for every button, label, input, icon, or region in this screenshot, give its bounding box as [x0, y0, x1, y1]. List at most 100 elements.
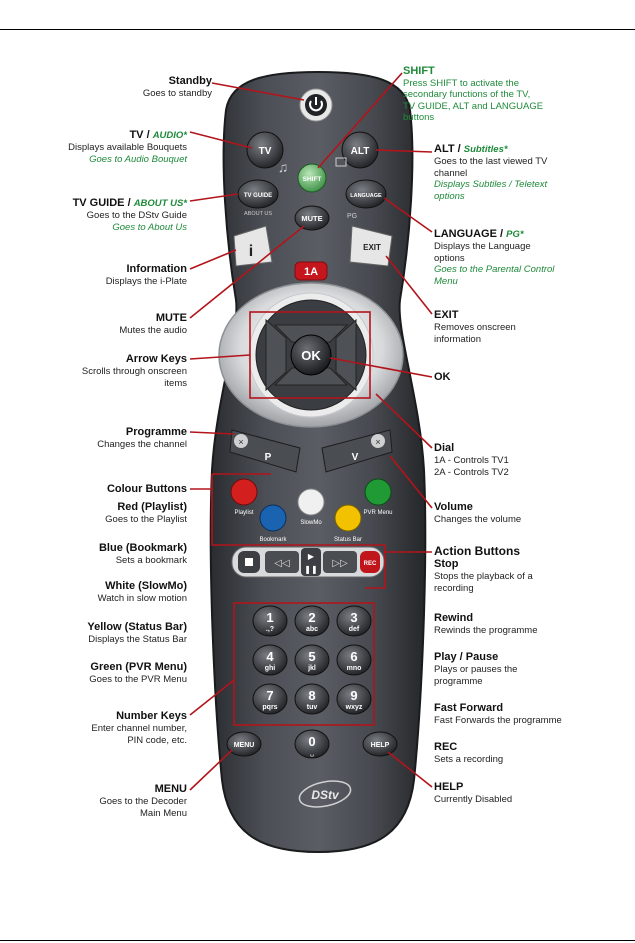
tv-button[interactable]: TV — [246, 131, 284, 169]
leader-mute — [189, 225, 305, 319]
annotation-mute: MUTE Mutes the audio — [119, 312, 187, 336]
about-us-label: ABOUT US — [244, 211, 272, 217]
key-8-digit: 8 — [308, 688, 315, 703]
annotation-red: Red (Playlist) Goes to the Playlist — [105, 501, 187, 525]
key-9-digit: 9 — [350, 688, 357, 703]
rewind-button[interactable] — [265, 551, 299, 573]
fast-forward-button[interactable] — [323, 551, 357, 573]
rewind-icon: ◁◁ — [274, 558, 290, 569]
annotation-dial: Dial 1A - Controls TV1 2A - Controls TV2 — [434, 442, 509, 478]
colour-buttons-outline — [211, 474, 386, 589]
key-2-digit: 2 — [308, 610, 315, 625]
play-icon: ▶ — [308, 552, 315, 561]
svg-text:0: 0 — [308, 734, 315, 749]
help-button[interactable]: HELP — [362, 731, 398, 757]
annotation-white: White (SlowMo) Watch in slow motion — [97, 580, 187, 604]
svg-text:MENU: MENU — [234, 742, 255, 749]
arrow-right-button[interactable] — [335, 318, 357, 392]
red-playlist-button[interactable]: Playlist — [230, 478, 258, 516]
svg-text:MUTE: MUTE — [301, 214, 322, 223]
annotation-green: Green (PVR Menu) Goes to the PVR Menu — [89, 661, 187, 685]
ok-button[interactable]: OK — [290, 334, 332, 376]
annotation-exit: EXIT Removes onscreen information — [434, 309, 516, 345]
leader-programme — [189, 431, 235, 435]
arrow-left-button[interactable] — [265, 318, 287, 392]
key-1-letters: .,? — [266, 626, 274, 633]
svg-text:P: P — [265, 452, 272, 463]
svg-text:i: i — [249, 243, 253, 260]
arrow-down-button[interactable] — [273, 367, 349, 386]
leader-information — [189, 249, 237, 270]
svg-text:HELP: HELP — [371, 742, 390, 749]
svg-text:DStv: DStv — [311, 788, 340, 802]
leader-tvguide — [189, 193, 239, 202]
svg-text:Playlist: Playlist — [234, 510, 253, 516]
top-rule — [0, 29, 635, 30]
arrow-up-button[interactable] — [273, 324, 349, 343]
svg-text:SlowMo: SlowMo — [300, 520, 322, 526]
svg-text:ALT: ALT — [351, 146, 370, 157]
fast-forward-icon: ▷▷ — [332, 558, 348, 569]
play-pause-button[interactable] — [301, 548, 321, 576]
subtitles-icon — [335, 157, 347, 167]
stop-icon — [245, 558, 253, 566]
annotation-standby: Standby Goes to standby — [142, 75, 212, 99]
action-bar: ◁◁ ▶ ❚❚ ▷▷ REC — [231, 546, 385, 578]
key-1-digit: 1 — [266, 610, 273, 625]
annotation-play-pause: Play / Pause Plays or pauses the program… — [434, 651, 518, 687]
annotation-menu: MENU Goes to the Decoder Main Menu — [99, 783, 187, 819]
leader-help — [387, 751, 433, 788]
leader-number — [189, 679, 235, 716]
standby-button[interactable] — [299, 88, 333, 122]
svg-text:EXIT: EXIT — [363, 243, 381, 252]
programme-button[interactable]: × P — [229, 429, 301, 473]
pause-icon: ❚❚ — [304, 565, 317, 574]
language-button[interactable]: LANGUAGE — [345, 179, 387, 209]
yellow-status-bar-button[interactable]: Status Bar — [334, 504, 362, 543]
volume-button[interactable]: × V — [321, 429, 393, 473]
annotation-ok: OK — [434, 371, 451, 383]
exit-button[interactable]: EXIT — [349, 225, 393, 267]
info-button[interactable]: i — [233, 225, 273, 267]
key-9-letters: wxyz — [345, 704, 363, 711]
key-5-letters: jkl — [307, 665, 316, 672]
svg-text:OK: OK — [301, 348, 321, 363]
leader-volume — [389, 455, 433, 509]
annotation-rec: REC Sets a recording — [434, 741, 504, 765]
annotation-action-buttons: Action Buttons Stop Stops the playback o… — [434, 544, 533, 594]
key-0-button[interactable]: 0 ␣ — [294, 729, 330, 759]
alt-button[interactable]: ALT — [341, 131, 379, 169]
svg-text:1A: 1A — [304, 266, 318, 278]
svg-text:Bookmark: Bookmark — [259, 537, 287, 543]
key-8-letters: tuv — [307, 704, 318, 711]
key-7-letters: pqrs — [262, 704, 277, 711]
leader-shift — [317, 72, 403, 169]
annotation-tv: TV / AUDIO* Displays available Bouquets … — [68, 129, 187, 165]
rec-button[interactable] — [360, 551, 380, 573]
menu-button[interactable]: MENU — [226, 731, 262, 757]
annotation-tv-guide: TV GUIDE / ABOUT US* Goes to the DStv Gu… — [72, 197, 187, 233]
dstv-logo: DStv — [298, 780, 352, 808]
shift-button[interactable]: SHIFT — [297, 163, 327, 193]
key-1-button[interactable]: 1.,? — [252, 605, 288, 637]
annotation-volume: Volume Changes the volume — [434, 501, 522, 525]
svg-text:×: × — [238, 437, 243, 447]
blue-bookmark-button[interactable]: Bookmark — [259, 504, 288, 543]
tv-guide-button[interactable]: TV GUIDE — [237, 179, 279, 209]
dial-1a-button[interactable]: 1A — [294, 261, 328, 281]
mute-button[interactable]: MUTE — [294, 205, 330, 231]
green-pvr-menu-button[interactable]: PVR Menu — [363, 478, 393, 516]
key-4-letters: ghi — [265, 665, 276, 672]
white-slowmo-button[interactable]: SlowMo — [297, 488, 325, 526]
annotation-information: Information Displays the i-Plate — [105, 263, 187, 287]
